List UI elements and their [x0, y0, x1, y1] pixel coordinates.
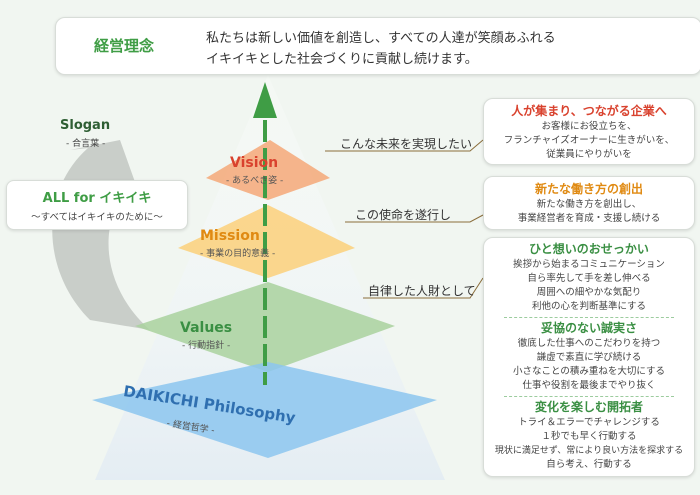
values-section-line: 自ら考え、行動する — [546, 459, 632, 470]
values-section-title: 変化を楽しむ開拓者 — [534, 400, 643, 414]
layer-vision-tile — [206, 140, 330, 200]
corporate-philosophy-box: 経営理念 私たちは新しい価値を創造し、すべての人達が笑顔あふれる イキイキとした… — [55, 17, 700, 75]
vision-subtitle: - あるべき姿 - — [226, 176, 284, 186]
values-section: ひと想いのおせっかい 挨拶から始まるコミュニケーション 自ら率先して手を差し伸べ… — [484, 240, 694, 314]
corporate-philosophy-title: 経営理念 — [94, 37, 155, 55]
values-section: 妥協のない誠実さ 徹底した仕事へのこだわりを持つ 謙虚で素直に学び続ける 小さな… — [484, 319, 694, 393]
mission-detail-line: 新たな働き方を創出し、 — [536, 199, 642, 210]
all-for-subtitle: 〜すべてはイキイキのために〜 — [31, 212, 163, 223]
all-for-box: ALL for イキイキ 〜すべてはイキイキのために〜 — [6, 180, 188, 230]
cycle-arrow — [52, 140, 151, 330]
values-section-line: トライ＆エラーでチャレンジする — [518, 417, 660, 428]
values-section-line: 小さなことの積み重ねを大切にする — [512, 366, 665, 377]
connector-values — [363, 277, 484, 299]
layer-philosophy-tile — [92, 362, 437, 458]
values-section-line: 徹底した仕事へのこだわりを持つ — [517, 338, 661, 349]
slogan-title: Slogan — [60, 118, 111, 133]
vision-detail-line: フランチャイズオーナーに生きがいを、 — [503, 135, 675, 146]
connector-vision-label: こんな未来を実現したい — [340, 137, 473, 151]
corporate-philosophy-line2: イキイキとした社会づくりに貢献し続けます。 — [206, 52, 478, 67]
values-section: 変化を楽しむ開拓者 トライ＆エラーでチャレンジする １秒でも早く行動する 現状に… — [484, 398, 694, 472]
values-section-line: 自ら率先して手を差し伸べる — [527, 273, 651, 284]
values-section-line: １秒でも早く行動する — [541, 431, 637, 442]
slogan-subtitle: - 合言葉 - — [66, 139, 106, 149]
values-title: Values — [180, 320, 233, 336]
vision-detail-title: 人が集まり、つながる企業へ — [511, 104, 667, 118]
values-section-line: 利他の心を判断基準にする — [531, 301, 647, 312]
pyramid-background — [95, 75, 445, 480]
values-subtitle: - 行動指針 - — [182, 341, 231, 351]
mission-detail-line: 事業経営者を育成・支援し続ける — [517, 213, 661, 224]
values-section-line: 謙虚で素直に学び続ける — [536, 352, 642, 363]
values-section-line: 仕事や役割を最後までやり抜く — [522, 380, 656, 391]
connector-values-label: 自律した人財として — [368, 284, 476, 298]
values-divider — [504, 396, 674, 397]
vision-title: Vision — [230, 155, 279, 171]
vision-detail-line: お客様にお役立ちを、 — [541, 121, 637, 132]
all-for-title: ALL for イキイキ — [42, 191, 152, 206]
corporate-philosophy-line1: 私たちは新しい価値を創造し、すべての人達が笑顔あふれる — [206, 31, 556, 46]
values-section-title: ひと想いのおせっかい — [529, 242, 649, 256]
values-section-title: 妥協のない誠実さ — [540, 321, 637, 335]
connector-mission-label: この使命を遂行し — [355, 208, 452, 222]
vision-detail-line: 従業員にやりがいを — [546, 149, 632, 160]
connector-vision — [325, 139, 484, 152]
values-divider — [504, 317, 674, 318]
values-section-line: 挨拶から始まるコミュニケーション — [513, 259, 665, 270]
values-section-line: 現状に満足せず、常により良い方法を探求する — [494, 446, 684, 456]
mission-subtitle: - 事業の目的意義 - — [200, 249, 276, 259]
mission-detail-box: 新たな働き方の創出 新たな働き方を創出し、 事業経営者を育成・支援し続ける — [483, 176, 695, 230]
connector-mission — [345, 214, 484, 223]
center-arrow-head — [253, 82, 277, 118]
values-detail-box: ひと想いのおせっかい 挨拶から始まるコミュニケーション 自ら率先して手を差し伸べ… — [483, 237, 695, 477]
vision-detail-box: 人が集まり、つながる企業へ お客様にお役立ちを、 フランチャイズオーナーに生きが… — [483, 98, 695, 165]
mission-detail-title: 新たな働き方の創出 — [534, 182, 643, 196]
mission-title: Mission — [200, 228, 260, 244]
values-section-line: 周囲への細やかな気配り — [536, 287, 642, 298]
